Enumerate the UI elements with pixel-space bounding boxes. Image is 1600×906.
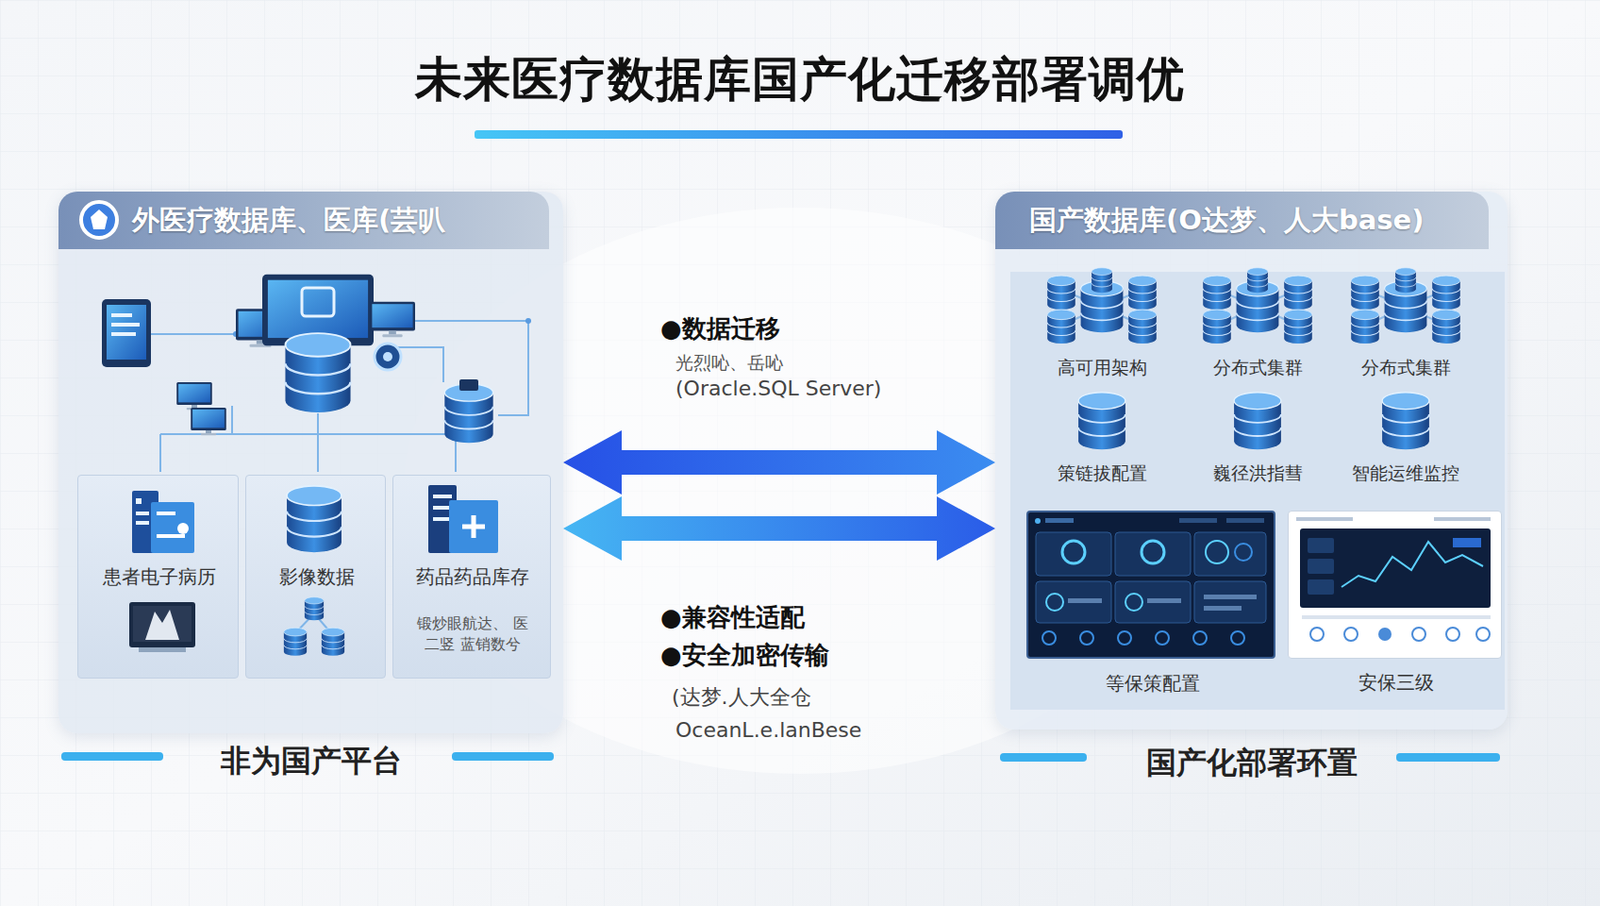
screen-box: 安保三级 bbox=[1287, 510, 1502, 659]
caption-bars-part bbox=[1000, 752, 1087, 762]
panel-caption: 非为国产平台 bbox=[58, 738, 564, 783]
step-heading: ●数据迁移 bbox=[660, 311, 906, 348]
screen-label: 等保策配置 bbox=[1028, 667, 1278, 699]
double-arrow bbox=[563, 496, 996, 561]
box-label: 药品药品库存 bbox=[393, 562, 552, 591]
icon-caption: 分布式集群 bbox=[1182, 353, 1334, 381]
caption-bars-part bbox=[61, 751, 164, 761]
data-box: 影像数据 bbox=[245, 474, 386, 679]
box-note: 锻炒眼航达、 医二竖 蓝销数兮 bbox=[416, 594, 530, 674]
double-arrow bbox=[563, 430, 996, 495]
icon-caption: 智能运维监控 bbox=[1330, 459, 1482, 486]
icon-caption: 高可用架构 bbox=[1026, 353, 1178, 381]
screen-label: 安保三级 bbox=[1288, 666, 1503, 698]
data-box: 药品药品库存锻炒眼航达、 医二竖 蓝销数兮 bbox=[392, 474, 551, 679]
icon-caption: 巍径洪指彗 bbox=[1182, 459, 1334, 486]
data-box: 患者电子病历 bbox=[77, 474, 239, 679]
box-label: 影像数据 bbox=[246, 562, 387, 591]
step-note: (达梦.人大全仓 bbox=[671, 682, 955, 713]
panel-header: 外医疗数据库、医库(芸叭 bbox=[58, 191, 550, 250]
screen-box: 等保策配置 bbox=[1026, 510, 1276, 659]
icon-caption: 策链拔配置 bbox=[1026, 459, 1178, 486]
icon-caption: 分布式集群 bbox=[1330, 353, 1482, 381]
panel-header: 国产数据库(O达梦、人大base) bbox=[995, 191, 1489, 250]
step-heading: ●兼容性适配 bbox=[660, 600, 906, 636]
caption-bars-part bbox=[451, 751, 554, 761]
step-note: OceanL.e.lanBese bbox=[675, 715, 959, 746]
panel: 国产数据库(O达梦、人大base)国产化部署环置等保策配置安保三级 bbox=[995, 191, 1508, 730]
page-title: 未来医疗数据库国产化迁移部署调优 bbox=[0, 45, 1600, 114]
caption-bars-part bbox=[1396, 752, 1500, 762]
title-underline bbox=[474, 130, 1123, 139]
box-label: 患者电子病历 bbox=[78, 562, 240, 591]
panel-caption: 国产化部署环置 bbox=[995, 740, 1508, 784]
step-note: 光烈吣、岳吣 bbox=[675, 349, 921, 376]
step-note: (Oracle.SQL Server) bbox=[675, 373, 959, 404]
step-heading: ●安全加密传输 bbox=[660, 637, 906, 674]
panel: 外医疗数据库、医库(芸叭非为国产平台患者电子病历影像数据药品药品库存锻炒眼航达、… bbox=[58, 191, 564, 734]
